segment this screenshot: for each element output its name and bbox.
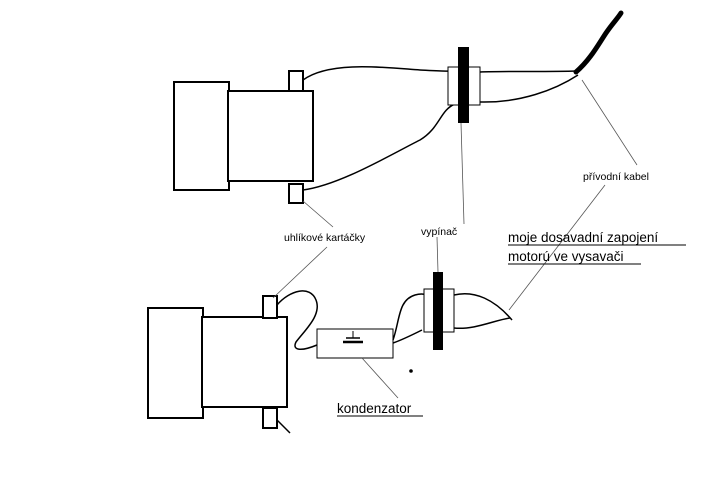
bottom-switch	[423, 272, 455, 350]
leader-brush-bottom	[272, 246, 328, 299]
capacitor	[316, 328, 394, 359]
top-wire-upper	[302, 66, 461, 81]
bottom-motor	[147, 295, 288, 429]
leader-cable-bottom	[508, 184, 606, 311]
leader-switch-top	[460, 122, 465, 225]
leader-switch-bottom	[436, 236, 439, 273]
bottom-brush-upper	[262, 295, 278, 319]
top-motor-body	[227, 90, 314, 182]
bottom-switch-bar	[433, 272, 443, 350]
leader-brush-top	[302, 200, 334, 228]
label-note-line1: moje dosavadní zapojení	[508, 230, 658, 245]
label-brushes: uhlíkové kartáčky	[284, 232, 366, 244]
top-switch-wire-lower	[479, 74, 579, 103]
bottom-switch-wire-upper	[453, 293, 513, 321]
top-brush-upper	[288, 70, 304, 92]
label-note-line2: motorú ve vysavači	[508, 249, 624, 264]
top-motor-housing	[173, 81, 230, 191]
leader-capacitor	[361, 357, 399, 399]
capacitor-body	[316, 328, 394, 359]
bottom-switch-wire-lower	[453, 317, 511, 329]
leader-lines	[272, 79, 638, 399]
top-brush-lower	[288, 183, 304, 204]
bottom-wire-upper	[276, 290, 318, 350]
top-switch-wire-upper	[479, 70, 577, 73]
label-capacitor: kondenzator	[337, 401, 412, 416]
leader-cable-top	[581, 79, 638, 166]
top-wire-lower	[302, 103, 456, 191]
bottom-motor-body	[201, 316, 288, 408]
supply-cable	[573, 10, 624, 75]
label-supply-cable: přívodní kabel	[583, 171, 649, 183]
bottom-brush-lower	[262, 407, 278, 429]
top-switch-bar	[458, 47, 469, 123]
stray-dot	[409, 369, 413, 373]
top-motor	[173, 70, 314, 204]
bottom-wire-lower	[276, 419, 291, 434]
cap-switch-wire-lower	[392, 329, 423, 344]
bottom-motor-housing	[147, 307, 204, 419]
label-switch: vypínač	[421, 226, 457, 238]
top-switch	[447, 47, 481, 123]
